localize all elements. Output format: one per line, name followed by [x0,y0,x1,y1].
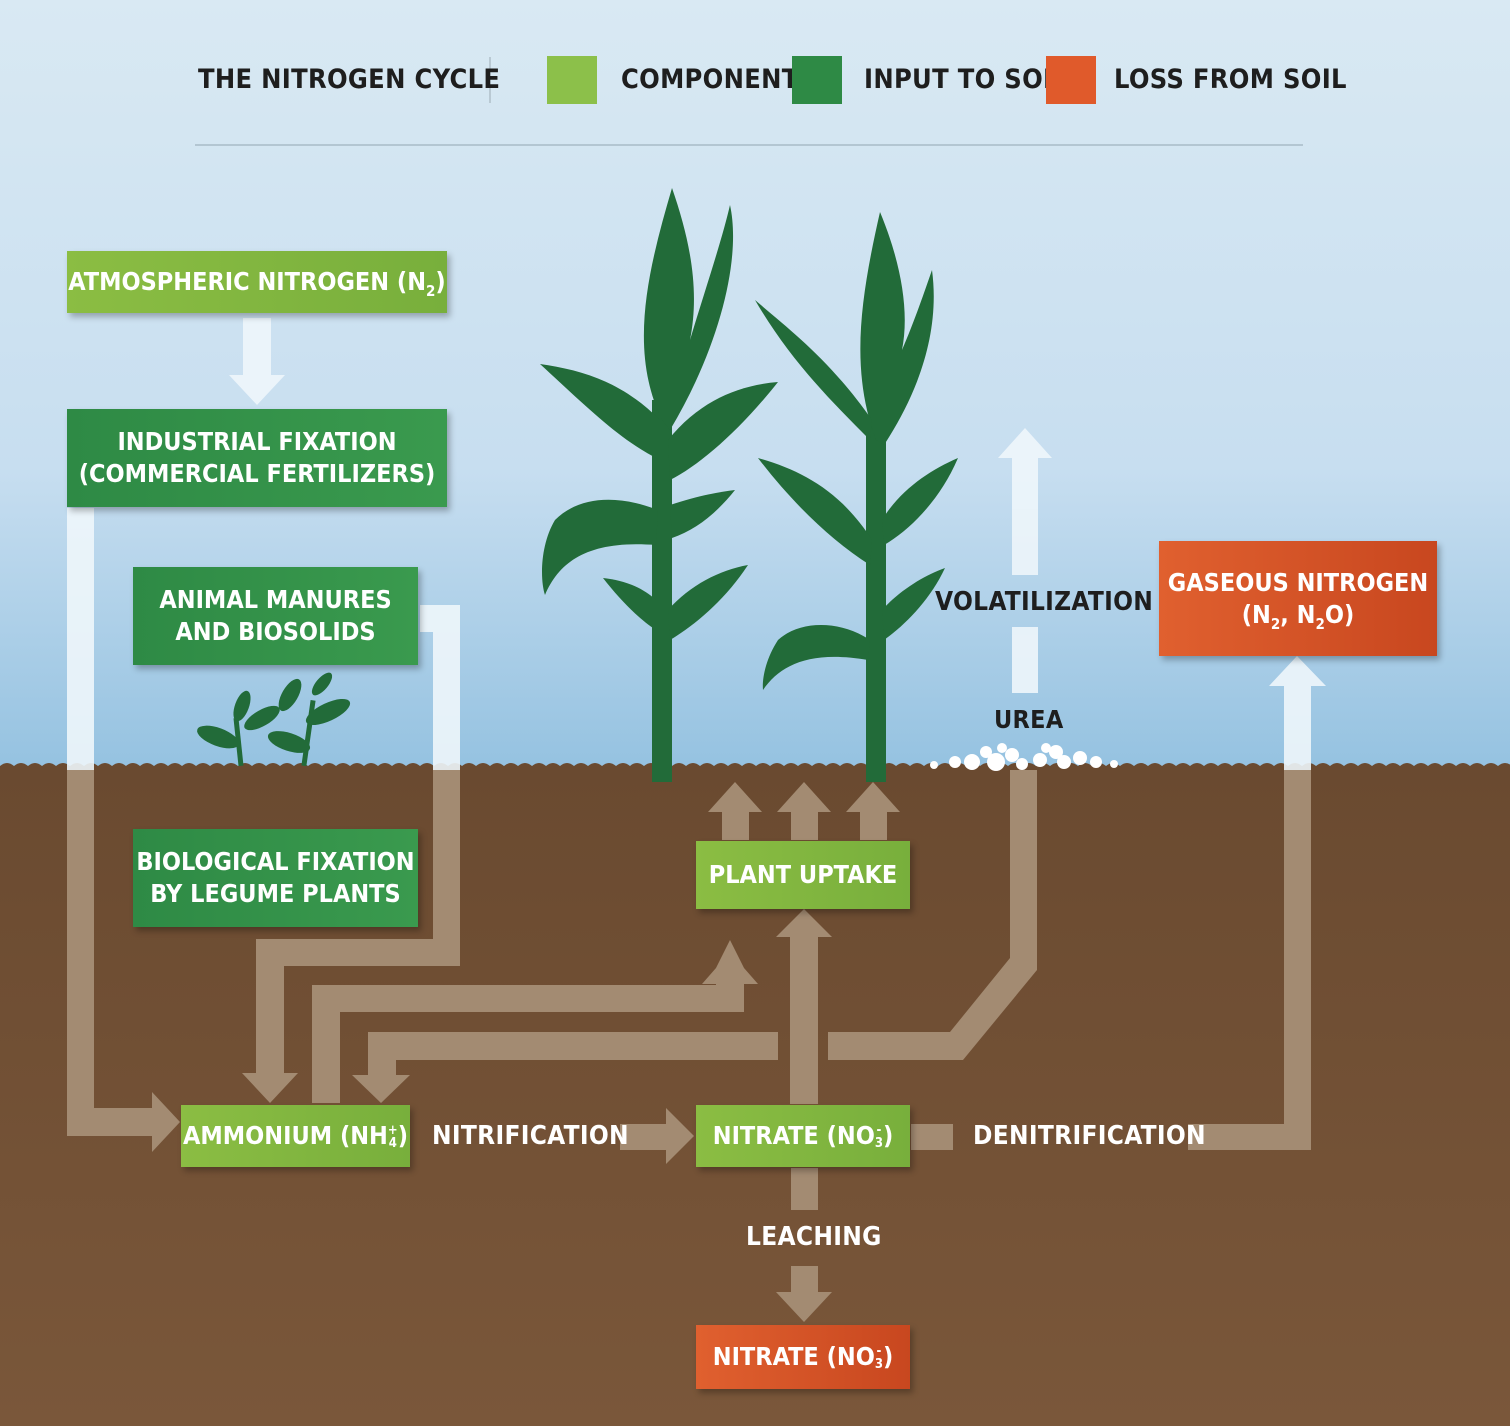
arrow-industrial-down-sky [67,508,94,770]
legend-swatch-loss [1046,56,1096,104]
node-gaseous-line2: (N2, N2O) [1242,599,1355,631]
node-industrial-line2: (COMMERCIAL FERTILIZERS) [79,458,436,490]
label-urea: UREA [994,705,1064,734]
legend-swatch-input [792,56,842,104]
node-nitrate: NITRATE (NO-3) [696,1105,910,1167]
arrow-volatilization-lower [1012,627,1038,693]
legend-title: THE NITROGEN CYCLE [198,64,500,95]
legend-label-input: INPUT TO SOIL [864,64,1068,95]
node-nitrate-leached-label: NITRATE (NO-3) [713,1341,894,1373]
label-nitrification: NITRIFICATION [432,1121,629,1151]
node-gaseous-line1: GASEOUS NITROGEN [1168,567,1428,599]
node-biological-line1: BIOLOGICAL FIXATION [136,846,414,878]
node-manures-line2: AND BIOSOLIDS [175,616,375,648]
legend-label-loss: LOSS FROM SOIL [1114,64,1347,95]
node-biological-line2: BY LEGUME PLANTS [150,878,400,910]
node-industrial-line1: INDUSTRIAL FIXATION [117,426,396,458]
node-nitrate-leached: NITRATE (NO-3) [696,1325,910,1389]
node-atmospheric-nitrogen-label: ATMOSPHERIC NITROGEN (N2) [68,266,445,298]
node-nitrate-label: NITRATE (NO-3) [713,1120,894,1152]
arrow-leaching-top [791,1168,818,1210]
node-animal-manures: ANIMAL MANURES AND BIOSOLIDS [133,567,418,665]
node-plant-uptake-label: PLANT UPTAKE [709,859,898,891]
legend-swatch-component [547,56,597,104]
label-volatilization: VOLATILIZATION [935,587,1153,617]
node-ammonium-label: AMMONIUM (NH+4) [183,1120,408,1152]
arrow-denit-stub [911,1124,953,1150]
node-ammonium: AMMONIUM (NH+4) [181,1105,410,1167]
node-plant-uptake: PLANT UPTAKE [696,841,910,909]
label-denitrification: DENITRIFICATION [973,1121,1206,1151]
legend-label-component: COMPONENT [621,64,799,95]
node-industrial-fixation: INDUSTRIAL FIXATION (COMMERCIAL FERTILIZ… [67,409,447,507]
node-biological-fixation: BIOLOGICAL FIXATION BY LEGUME PLANTS [133,829,418,927]
label-leaching: LEACHING [746,1222,882,1252]
node-atmospheric-nitrogen: ATMOSPHERIC NITROGEN (N2) [67,251,447,313]
node-manures-line1: ANIMAL MANURES [159,584,391,616]
node-gaseous-nitrogen: GASEOUS NITROGEN (N2, N2O) [1159,541,1437,656]
